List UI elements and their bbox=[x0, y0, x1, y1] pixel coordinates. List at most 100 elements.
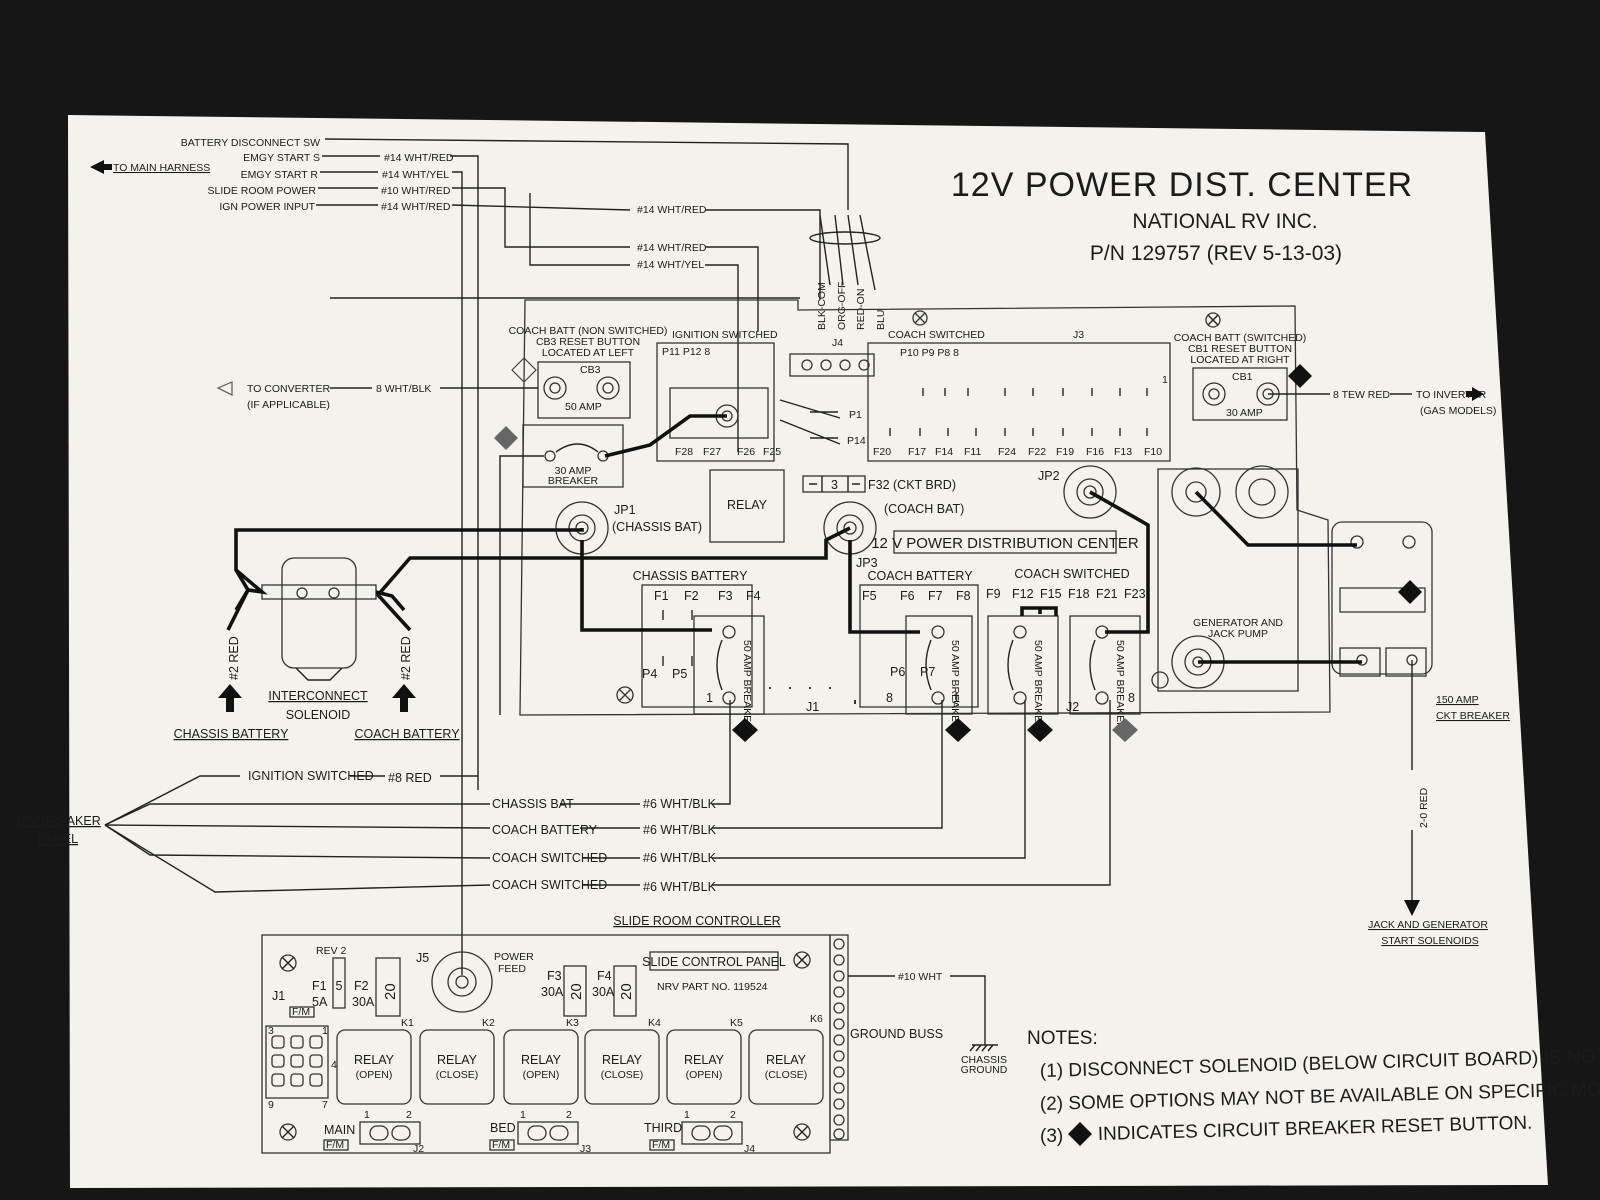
f4-amp: 30A bbox=[592, 985, 615, 999]
f3-name: F3 bbox=[547, 969, 562, 983]
breaker-30-amp: 30 AMP BREAKER bbox=[494, 424, 624, 715]
panel-line-label: CHASSIS BAT bbox=[492, 797, 574, 811]
fuse-label: F24 bbox=[998, 446, 1016, 458]
solenoid-label: INTERCONNECT bbox=[268, 689, 368, 703]
j4-label: J4 bbox=[832, 337, 843, 349]
harness-wire-label: #10 WHT/RED bbox=[381, 185, 451, 197]
generator-jack-stud: GENERATOR AND JACK PUMP bbox=[1171, 617, 1283, 689]
pin-one-label: 1 bbox=[706, 691, 713, 705]
panel-line-wire: #6 WHT/BLK bbox=[643, 823, 717, 837]
harness-wire-label: #14 WHT/YEL bbox=[382, 169, 449, 181]
panel-line-wire: #6 WHT/BLK bbox=[643, 797, 717, 811]
chassis-ground-label: CHASSIS bbox=[961, 1054, 1007, 1066]
relay-state: (CLOSE) bbox=[765, 1069, 808, 1081]
fuse-label: F9 bbox=[986, 587, 1001, 601]
fuse-label: F14 bbox=[935, 446, 953, 458]
fuse-grid-top bbox=[889, 388, 1148, 436]
title-company: NATIONAL RV INC. bbox=[1132, 210, 1317, 233]
chassis-ground-label: GROUND bbox=[961, 1064, 1008, 1076]
relay-name: RELAY bbox=[766, 1053, 807, 1067]
chassis-battery-title: CHASSIS BATTERY bbox=[633, 569, 749, 583]
connector-bed: BED F/M 1 2 J3 bbox=[489, 1109, 591, 1155]
converter-label: TO CONVERTER bbox=[247, 383, 330, 395]
fm-label: F/M bbox=[492, 1139, 510, 1151]
fuse-label: F25 bbox=[763, 446, 781, 458]
p6-label: P6 bbox=[890, 665, 905, 679]
f1-name: F1 bbox=[312, 979, 327, 993]
harness-mid-wire: #14 WHT/RED bbox=[637, 204, 707, 216]
coach-battery-title: COACH BATTERY bbox=[867, 569, 973, 583]
jp3-stud: JP3 bbox=[823, 501, 878, 570]
j1-pin-label: 7 bbox=[322, 1099, 328, 1111]
cb1-title: LOCATED AT RIGHT bbox=[1190, 354, 1290, 366]
harness-input-label: EMGY START S bbox=[243, 152, 320, 164]
main-harness-arrow: TO MAIN HARNESS bbox=[90, 160, 210, 174]
harness-wire-label: #14 WHT/RED bbox=[381, 201, 451, 213]
converter-wire: 8 WHT/BLK bbox=[376, 383, 431, 395]
j2-label: J2 bbox=[1066, 700, 1079, 714]
fuse-label: F23 bbox=[1124, 587, 1146, 601]
relay-state: (CLOSE) bbox=[436, 1069, 479, 1081]
slide-rev: REV 2 bbox=[316, 945, 347, 957]
fuse-label: F17 bbox=[908, 446, 926, 458]
harness-mid-wire: #14 WHT/RED bbox=[637, 242, 707, 254]
harness-mid-wire: #14 WHT/YEL bbox=[637, 259, 704, 271]
coach-switched-top-title: COACH SWITCHED bbox=[888, 329, 985, 341]
harness-labels: BATTERY DISCONNECT SW EMGY START S EMGY … bbox=[181, 137, 707, 271]
relay-state: (CLOSE) bbox=[601, 1069, 644, 1081]
panel-line-wire: #6 WHT/BLK bbox=[643, 880, 717, 894]
relay-k2: K2 RELAY (CLOSE) bbox=[419, 1017, 495, 1105]
f32-label: F32 (CKT BRD) bbox=[868, 478, 956, 492]
cb3-title: COACH BATT (NON SWITCHED) bbox=[509, 325, 668, 337]
breaker-30-label: 30 AMP bbox=[555, 465, 592, 477]
solenoid-right-wire: #2 RED bbox=[399, 636, 413, 680]
ckt150-dest: JACK AND GENERATOR bbox=[1368, 919, 1488, 931]
f3-amp: 30A bbox=[541, 985, 564, 999]
fuse-label: F6 bbox=[900, 589, 915, 603]
cb3-name: CB3 bbox=[580, 364, 601, 376]
f2-amp: 30A bbox=[352, 995, 375, 1009]
fuse-label: F18 bbox=[1068, 587, 1090, 601]
f4-name: F4 bbox=[597, 969, 612, 983]
panel-line-label: COACH SWITCHED bbox=[492, 851, 607, 865]
j5-label: J5 bbox=[416, 951, 429, 965]
connector-pin: 1 bbox=[684, 1109, 690, 1121]
cb1-title: COACH BATT (SWITCHED) bbox=[1174, 332, 1307, 344]
converter-connection: TO CONVERTER (IF APPLICABLE) 8 WHT/BLK bbox=[216, 381, 538, 411]
connector-pin: 2 bbox=[566, 1109, 572, 1121]
note-item: (3) bbox=[1040, 1126, 1063, 1147]
fm-label: F/M bbox=[292, 1006, 310, 1018]
j1-pin-label: 1 bbox=[322, 1025, 328, 1037]
slide-panel-label: SLIDE CONTROL PANEL bbox=[642, 955, 786, 969]
ckt150-dest: START SOLENOIDS bbox=[1381, 935, 1478, 947]
f4-value: 20 bbox=[618, 983, 635, 1000]
notes-heading: NOTES: bbox=[1027, 1028, 1098, 1049]
coach-switched-block: COACH SWITCHED F9 F12 F15 F18 F21 F23 50… bbox=[986, 567, 1146, 742]
panel-line-label: COACH BATTERY bbox=[492, 823, 598, 837]
pdc-label: 12 V POWER DISTRIBUTION CENTER bbox=[871, 535, 1139, 552]
connector-j: J4 bbox=[744, 1143, 755, 1155]
f32-value: 3 bbox=[831, 478, 838, 492]
title-part-number: P/N 129757 (REV 5-13-03) bbox=[1090, 242, 1342, 265]
fuse-label: F27 bbox=[703, 446, 721, 458]
harness-wires bbox=[316, 138, 881, 935]
ignition-switched-pins: P11 P12 8 bbox=[662, 346, 710, 358]
cb1-name: CB1 bbox=[1232, 371, 1253, 383]
fuse-label: F16 bbox=[1086, 446, 1104, 458]
relay-k5: K5 RELAY (OPEN) bbox=[666, 1017, 743, 1105]
fm-label: F/M bbox=[326, 1139, 344, 1151]
connector-pin: 1 bbox=[520, 1109, 526, 1121]
ckt150-label: CKT BREAKER bbox=[1436, 710, 1510, 722]
inverter-wire: 8 TEW RED bbox=[1333, 389, 1390, 401]
relay-block: RELAY bbox=[709, 469, 785, 543]
fuse-label: F26 bbox=[737, 446, 755, 458]
relay-k-label: K4 bbox=[648, 1017, 661, 1029]
connector-name: MAIN bbox=[324, 1123, 355, 1137]
cb3-title: LOCATED AT LEFT bbox=[542, 347, 635, 359]
relay-k-label: K6 bbox=[810, 1013, 823, 1025]
relay-name: RELAY bbox=[684, 1053, 725, 1067]
slide-part-number: NRV PART NO. 119524 bbox=[657, 981, 768, 993]
heavy-wires bbox=[226, 490, 1362, 664]
breaker-panel: 12V BREAKER PANEL IGNITION SWITCHED #8 R… bbox=[15, 700, 1111, 894]
